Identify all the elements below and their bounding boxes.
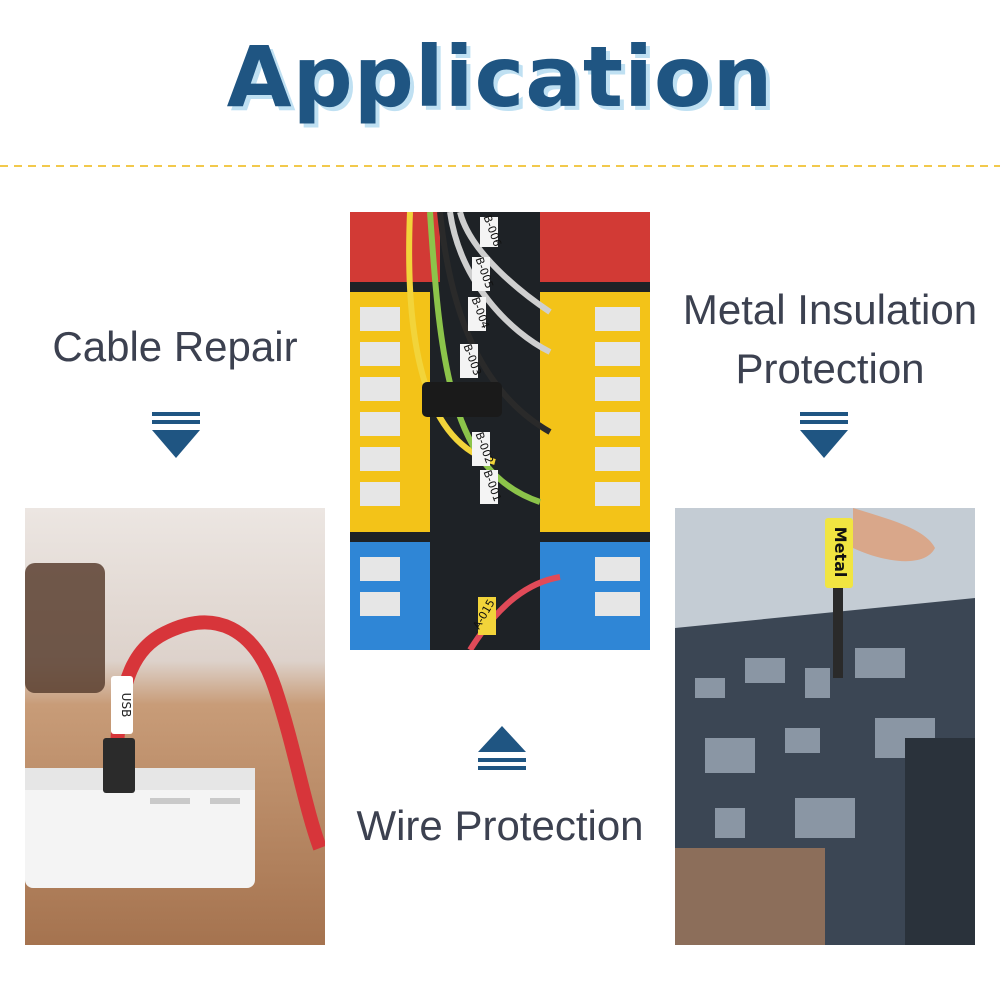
patch-panel-photo: B-006 B-005 B-004 B-003 B-002 B-001 A-01…: [350, 212, 650, 650]
cable-repair-photo: USB: [25, 508, 325, 945]
down-arrow-icon: [800, 412, 848, 458]
label-protection: Protection: [735, 345, 925, 392]
page-title: Application: [226, 28, 774, 126]
label-cable-repair: Cable Repair: [52, 323, 298, 370]
tool-tag-label: Metal: [831, 527, 850, 578]
label-metal-insulation: Metal Insulation: [682, 286, 978, 333]
down-arrow-icon: [152, 412, 200, 458]
up-arrow-icon: [478, 726, 526, 770]
usb-tag-label: USB: [119, 693, 133, 718]
circuit-board-photo: Metal: [675, 508, 975, 945]
label-wire-protection: Wire Protection: [356, 802, 644, 849]
dashed-divider: [0, 165, 1000, 167]
